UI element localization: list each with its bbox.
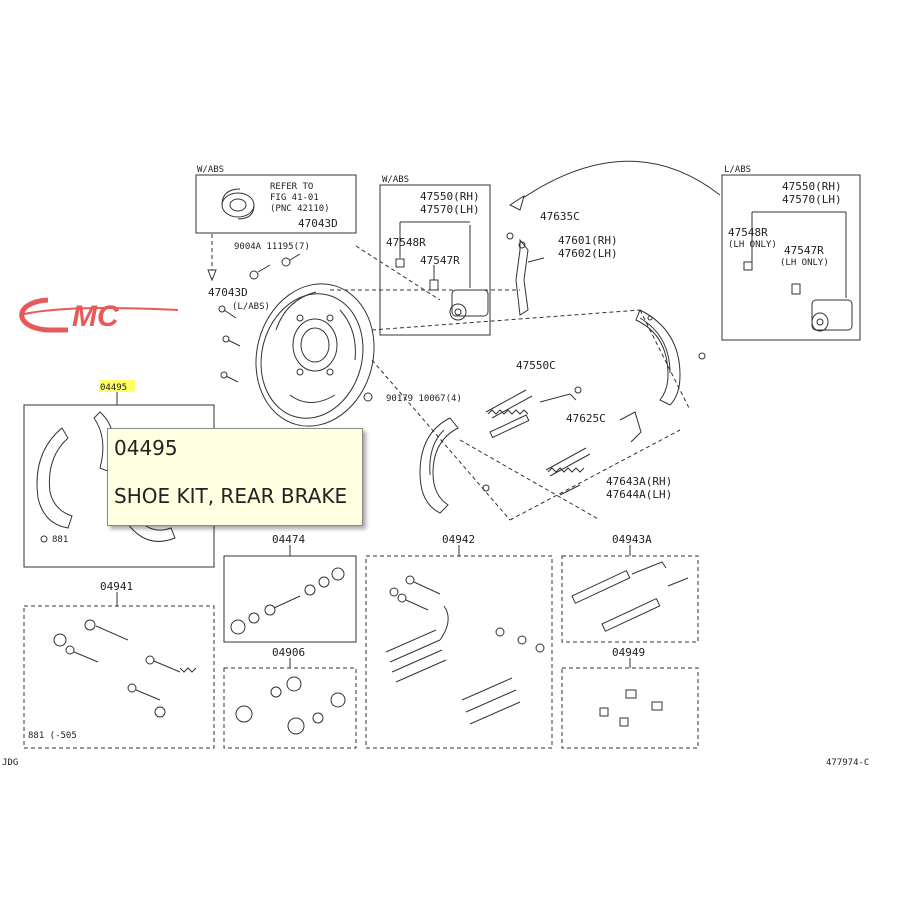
box-04474 xyxy=(223,555,357,643)
springs-adjuster xyxy=(485,386,642,496)
logo-text: MC xyxy=(72,300,120,333)
label-47602[interactable]: 47602(LH) xyxy=(558,247,618,260)
inset-wabs-middle xyxy=(379,184,491,336)
label-90179[interactable]: 90179 10067(4) xyxy=(386,394,462,404)
label-04495-highlight[interactable]: 04495 xyxy=(100,383,127,393)
tooltip-part-description: SHOE KIT, REAR BRAKE xyxy=(114,484,348,508)
wheel-cylinder-right xyxy=(743,211,853,332)
curved-arrow xyxy=(508,160,721,211)
label-47548[interactable]: 47548R xyxy=(386,236,426,249)
right-brake-shoe xyxy=(635,309,706,406)
label-47570[interactable]: 47570(LH) xyxy=(420,203,480,216)
label-box-04942[interactable]: 04942 xyxy=(442,533,475,546)
tooltip-part-code: 04495 xyxy=(114,436,178,460)
label-shoe-ref: 881 xyxy=(52,535,68,545)
leader-dashes xyxy=(330,245,691,521)
bolts-left xyxy=(218,253,301,383)
label-wabs-left: W/ABS xyxy=(197,165,224,175)
label-labs: L/ABS xyxy=(724,165,751,175)
label-47643[interactable]: 47643A(RH) xyxy=(606,475,672,488)
label-47043b[interactable]: 47043D xyxy=(208,286,248,299)
parts-04906 xyxy=(235,676,346,735)
label-04941-ref: 881 (-505 xyxy=(28,731,77,741)
label-box-04949[interactable]: 04949 xyxy=(612,646,645,659)
label-47547[interactable]: 47547R xyxy=(420,254,460,267)
label-47550[interactable]: 47550(RH) xyxy=(420,190,480,203)
left-brake-shoe xyxy=(419,417,490,514)
box-04941 xyxy=(23,605,215,749)
inset-wabs-left xyxy=(195,174,357,234)
label-refer-3: (PNC 42110) xyxy=(270,204,330,214)
label-refer-2: FIG 41-01 xyxy=(270,193,319,203)
label-47550c[interactable]: 47550C xyxy=(516,359,556,372)
label-refer-1: REFER TO xyxy=(270,182,313,192)
corner-label-right: 477974-C xyxy=(826,758,869,768)
label-box-04943a[interactable]: 04943A xyxy=(612,533,652,546)
label-47635[interactable]: 47635C xyxy=(540,210,580,223)
backing-plate-drawing xyxy=(255,283,375,427)
label-r47550[interactable]: 47550(RH) xyxy=(782,180,842,193)
parts-04949 xyxy=(599,689,663,727)
mc-logo-icon: MC xyxy=(19,297,179,333)
label-r47547[interactable]: 47547R xyxy=(784,244,824,257)
box-04943a xyxy=(561,555,699,643)
parking-lever-drawing xyxy=(506,232,545,316)
label-47644[interactable]: 47644A(LH) xyxy=(606,488,672,501)
inset-labs-right xyxy=(721,174,861,341)
label-47601[interactable]: 47601(RH) xyxy=(558,234,618,247)
label-wabs-mid: W/ABS xyxy=(382,175,409,185)
label-box-04941[interactable]: 04941 xyxy=(100,580,133,593)
label-47043a[interactable]: 47043D xyxy=(298,217,338,230)
label-r47547-sub: (LH ONLY) xyxy=(780,258,829,268)
box-04906 xyxy=(223,667,357,749)
highlight-box xyxy=(99,380,135,392)
part-tooltip: 04495 SHOE KIT, REAR BRAKE xyxy=(107,428,363,526)
label-47625[interactable]: 47625C xyxy=(566,412,606,425)
corner-label-left: JDG xyxy=(2,758,18,768)
label-box-04906[interactable]: 04906 xyxy=(272,646,305,659)
parts-04474 xyxy=(230,567,345,635)
parts-04942 xyxy=(385,575,545,725)
box-04942 xyxy=(365,555,553,749)
wheel-cylinder-drawing xyxy=(395,221,489,321)
label-r47548[interactable]: 47548R xyxy=(728,226,768,239)
parts-04943a xyxy=(571,561,689,632)
box-04949 xyxy=(561,667,699,749)
label-box-04474[interactable]: 04474 xyxy=(272,533,305,546)
label-90044[interactable]: 9004A 11195(7) xyxy=(234,242,310,252)
label-r47570[interactable]: 47570(LH) xyxy=(782,193,842,206)
label-r47548-sub: (LH ONLY) xyxy=(728,240,777,250)
sensor-ring-drawing xyxy=(221,188,255,220)
parts-04941 xyxy=(53,619,197,718)
label-47043b-sub: (L/ABS) xyxy=(232,302,270,312)
